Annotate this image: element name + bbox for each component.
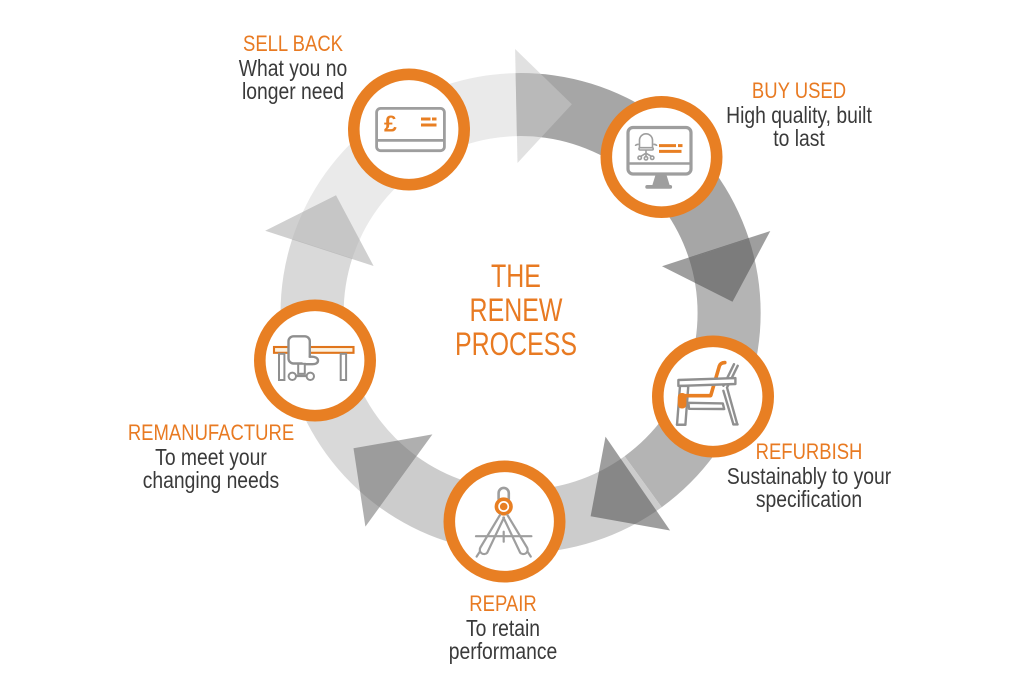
svg-text:£: £	[384, 111, 397, 137]
